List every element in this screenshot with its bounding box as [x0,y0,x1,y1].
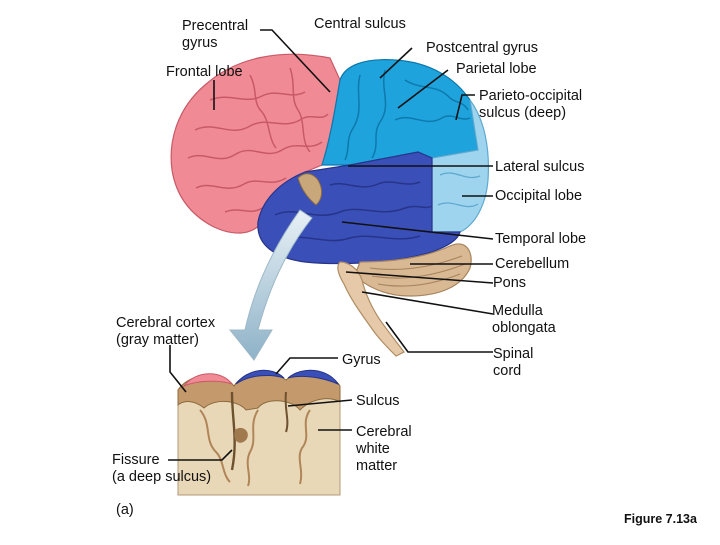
label-central-sulcus: Central sulcus [314,16,406,32]
cortex-tissue-block [177,369,341,496]
label-medulla-oblongata: Medulla oblongata [492,303,556,336]
leader-lines [168,29,494,461]
label-fissure: Fissure (a deep sulcus) [112,452,212,485]
label-spinal-cord: Spinal cord [493,346,534,379]
lateral-sulcus-mark [297,173,323,206]
frontal-gyri-folds [187,67,329,213]
parietal-gyri-folds [344,69,471,161]
panel-letter: (a) [116,502,134,518]
occipital-gyri-folds [437,172,481,208]
label-precentral-gyrus: Precentral gyrus [182,18,249,51]
label-cerebellum: Cerebellum [495,256,570,272]
zoom-arrow [228,209,313,361]
cerebellum-region [354,243,472,297]
label-temporal-lobe: Temporal lobe [495,231,587,247]
label-frontal-lobe: Frontal lobe [166,64,243,80]
figure-number: Figure 7.13a [624,512,697,526]
label-cerebral-white-matter: Cerebral white matter [356,424,412,474]
parietal-lobe-region [321,59,479,166]
label-cerebral-cortex: Cerebral cortex (gray matter) [116,315,216,348]
label-parieto-occipital-sulcus: Parieto-occipital sulcus (deep) [479,88,583,121]
label-lateral-sulcus: Lateral sulcus [495,159,585,175]
label-occipital-lobe: Occipital lobe [495,188,583,204]
label-pons: Pons [493,275,527,291]
label-parietal-lobe: Parietal lobe [456,61,537,77]
label-sulcus: Sulcus [356,393,400,409]
brainstem-region [337,261,405,357]
label-gyrus: Gyrus [342,352,381,368]
label-postcentral-gyrus: Postcentral gyrus [426,40,539,56]
